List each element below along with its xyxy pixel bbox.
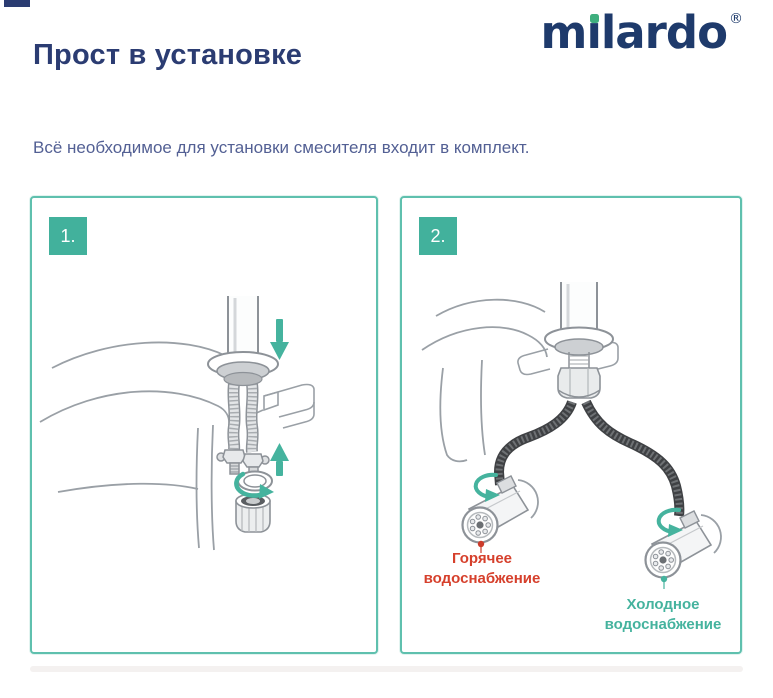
top-left-accent-mark	[4, 0, 30, 7]
escutcheon	[207, 351, 279, 387]
mounting-bracket-outline	[249, 383, 315, 429]
step-2-panel: 2.	[400, 196, 742, 654]
rotate-arrow-icon	[473, 472, 500, 502]
hot-water-valve	[461, 472, 539, 553]
hot-label-pointer	[477, 540, 485, 553]
intro-text: Всё необходимое для установки смесителя …	[33, 138, 530, 157]
cold-label-pointer	[660, 575, 668, 589]
cold-water-valve	[644, 507, 722, 589]
escutcheon	[544, 326, 614, 356]
washer-ring	[237, 470, 273, 492]
sink-corner-outline	[421, 298, 548, 463]
logo-text-m: m	[540, 6, 588, 59]
step-2-badge: 2.	[419, 217, 457, 255]
mounting-nut	[235, 493, 271, 533]
down-arrow-icon	[270, 319, 289, 360]
step-1-illustration	[39, 296, 315, 551]
supply-hoses	[493, 399, 685, 517]
logo-text-rest: lardo	[600, 6, 728, 59]
logo-letter-i: ı	[586, 10, 601, 55]
page-title: Прост в установке	[33, 39, 303, 72]
step-2-illustration	[421, 282, 722, 589]
faucet-pipe	[227, 296, 259, 356]
cold-water-label: Холодное водоснабжение	[604, 596, 722, 633]
step-1-panel: 1.	[30, 196, 378, 654]
hose-connectors	[216, 449, 270, 478]
logo-green-dot-icon	[590, 14, 600, 23]
bottom-decorative-strip	[30, 666, 743, 672]
hot-water-label: Горячее водоснабжение	[423, 550, 541, 587]
braided-hoses	[227, 383, 259, 453]
rotate-arrow-icon	[234, 471, 274, 499]
mounting-bracket-outline	[517, 341, 619, 376]
sink-corner-outline	[39, 341, 231, 551]
rotate-arrow-icon	[656, 507, 683, 537]
up-arrow-icon	[270, 443, 289, 476]
registered-trademark-icon: ®	[729, 11, 743, 27]
step-1-badge: 1.	[49, 217, 87, 255]
threaded-shank-and-nut	[557, 352, 601, 399]
